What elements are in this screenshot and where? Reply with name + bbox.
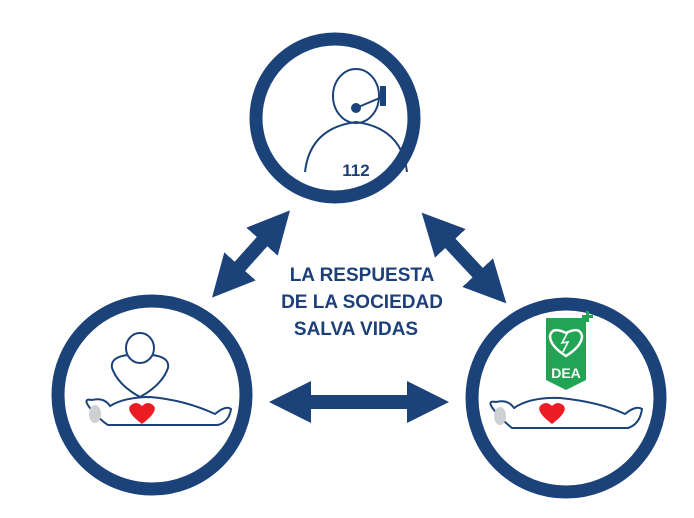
center-text-line-3: SALVA VIDAS [294,319,418,340]
emergency-call-node: 112 [249,32,421,204]
cpr-node [51,294,253,496]
heart-icon [129,403,155,424]
aed-heart-icon: DEA [546,311,593,390]
operator-headset-icon [304,68,408,173]
arrow-top-right [421,212,507,304]
patient-body-icon [489,396,644,429]
aed-label: DEA [551,365,581,381]
aed-node: DEA [465,297,667,499]
emergency-number-label: 112 [342,161,369,180]
center-text-line-2: DE LA SOCIEDAD [281,292,443,313]
arrow-top-left [212,210,290,298]
center-text-line-1: LA RESPUESTA [290,265,435,286]
patient-body-icon [85,395,233,426]
heart-icon [539,403,565,424]
